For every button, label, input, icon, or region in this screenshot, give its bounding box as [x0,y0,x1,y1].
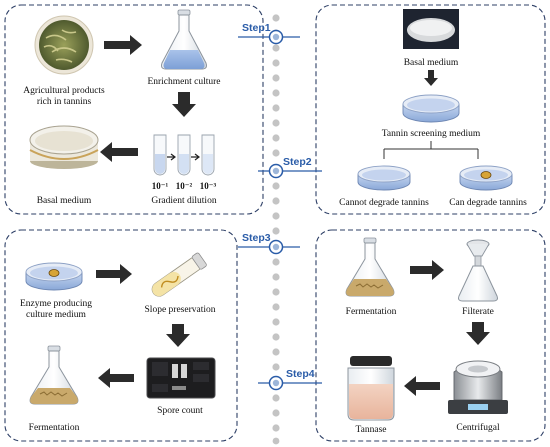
tube-2-icon [177,134,191,176]
dish-cannot-degrade-icon [357,165,411,191]
tube-3-icon [201,134,215,176]
panel-step4 [315,229,546,442]
agri-label-2: rich in tannins [37,97,92,107]
filterate-label: Filterate [462,307,494,317]
basal-dish-photo-icon [403,9,459,49]
tannase-label: Tannase [356,425,387,435]
filter-funnel-icon [458,239,498,302]
flask-blue-icon [161,9,207,70]
dilution-label-3: 10⁻³ [200,181,217,191]
fermentation-flask-icon-2 [345,237,395,297]
cannot-degrade-label: Cannot degrade tannins [339,198,429,208]
tannase-jar-icon [347,356,395,421]
arrow-right-icon [104,35,142,55]
branch-lines [383,141,479,159]
gradient-label: Gradient dilution [151,196,216,206]
fermentation-flask-icon [29,345,79,405]
spore-label: Spore count [157,406,203,416]
arrow-right-icon-2 [96,264,132,284]
dilution-label-1: 10⁻¹ [152,181,169,191]
screening-dish-icon [402,94,460,123]
arrow-down-icon-3 [466,322,490,345]
step3-marker: Step3 [238,232,300,255]
arrow-left-icon [100,142,138,162]
agri-label-1: Agricultural products [23,86,105,96]
fermentation-label-2: Fermentation [346,307,397,317]
step2-marker: Step2 [258,156,322,179]
enrichment-label: Enrichment culture [147,77,220,87]
step1-label: Step1 [242,22,271,34]
can-degrade-label: Can degrade tannins [449,198,527,208]
dilution-label-2: 10⁻² [176,181,193,191]
step3-label: Step3 [242,232,271,244]
basal-medium-label-1: Basal medium [37,196,92,206]
step4-label: Step4 [286,368,315,380]
slope-label: Slope preservation [145,305,216,315]
arrow-left-icon-2 [98,368,134,388]
tea-leaves-icon [34,15,94,75]
slope-tube-icon [151,252,207,297]
arrow-down-small-icon [424,70,438,86]
step1-marker: Step1 [238,22,300,45]
screening-label: Tannin screening medium [382,129,481,139]
step4-marker: Step4 [258,368,322,391]
timeline [272,14,280,445]
basal-medium-label-2: Basal medium [404,58,459,68]
centrifuge-icon [448,360,508,414]
dish-can-degrade-icon [459,165,513,191]
panel-step1 [4,4,264,215]
spore-counter-icon [146,357,216,399]
panel-step3 [4,229,238,442]
arrow-down-icon [172,92,196,117]
enzyme-label-2: culture medium [26,310,86,320]
panel-step2 [315,4,546,215]
petri-dish-icon [29,125,99,169]
enzyme-dish-icon [25,262,83,291]
arrow-left-icon-3 [404,376,440,396]
arrow-down-icon-2 [166,324,190,347]
step2-label: Step2 [283,156,312,168]
enzyme-label-1: Enzyme producing [20,299,92,309]
arrow-right-icon-3 [410,260,444,280]
centrifugal-label: Centrifugal [456,422,500,433]
fermentation-label-1: Fermentation [29,423,80,433]
dilution-tubes [153,134,215,176]
tube-1-icon [153,134,167,176]
